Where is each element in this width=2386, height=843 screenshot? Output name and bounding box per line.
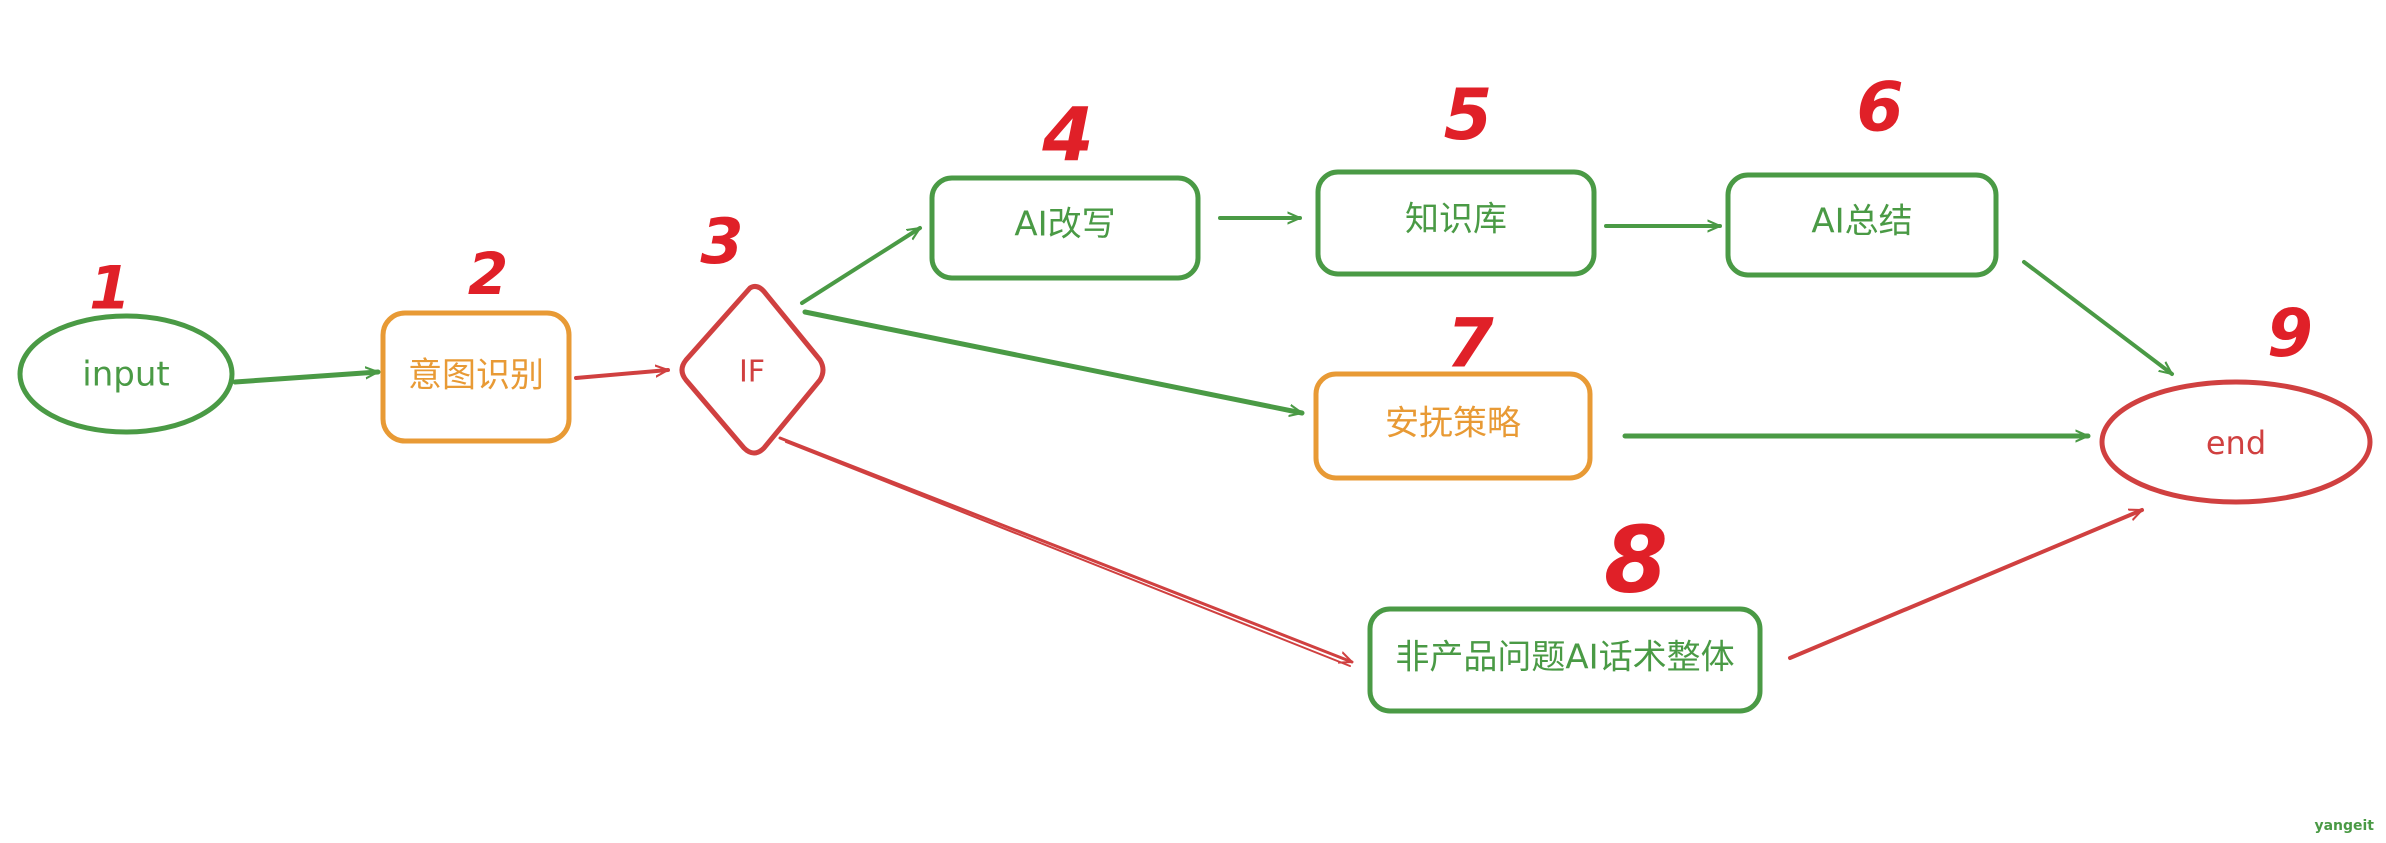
watermark: yangeit xyxy=(2314,818,2374,834)
edge-summary-to-end xyxy=(2022,260,2174,376)
step-number-1: 1 xyxy=(89,254,131,324)
node-summary-label: AI总结 xyxy=(1811,202,1912,242)
node-nonproduct: 非产品问题AI话术整体 xyxy=(1367,606,1763,714)
edge-if-to-nonproduct-sketch xyxy=(785,441,1351,667)
node-kb-label: 知识库 xyxy=(1405,200,1507,240)
step-number-4: 4 xyxy=(1041,93,1094,179)
step-number-5: 5 xyxy=(1444,74,1493,156)
step-number-2: 2 xyxy=(468,240,508,308)
node-input-label: input xyxy=(82,355,169,395)
node-intent-label: 意图识别 xyxy=(408,356,544,396)
node-input: input xyxy=(17,313,235,435)
node-summary: AI总结 xyxy=(1725,172,1999,278)
step-number-7: 7 xyxy=(1446,305,1494,384)
node-kb: 知识库 xyxy=(1315,169,1597,277)
edge-if-to-nonproduct xyxy=(778,436,1354,662)
edge-input-to-intent xyxy=(232,372,381,385)
node-rewrite: AI改写 xyxy=(929,175,1201,281)
node-if-label: IF xyxy=(739,355,765,390)
edge-nonproduct-to-end xyxy=(1788,508,2144,660)
node-end: end xyxy=(2099,379,2373,505)
node-soothe-label: 安抚策略 xyxy=(1385,404,1521,444)
node-soothe: 安抚策略 xyxy=(1313,371,1593,481)
step-number-6: 6 xyxy=(1856,69,1903,148)
node-end-label: end xyxy=(2206,424,2266,462)
node-nonproduct-label: 非产品问题AI话术整体 xyxy=(1395,638,1734,678)
edge-if-to-rewrite xyxy=(800,226,922,305)
edge-intent-to-if xyxy=(574,370,670,380)
step-number-8: 8 xyxy=(1604,506,1668,613)
node-rewrite-label: AI改写 xyxy=(1014,205,1115,245)
edge-if-to-soothe xyxy=(802,309,1305,413)
step-number-9: 9 xyxy=(2267,295,2313,372)
node-intent: 意图识别 xyxy=(380,310,572,444)
step-number-3: 3 xyxy=(700,205,743,278)
node-if: IF xyxy=(679,284,826,456)
